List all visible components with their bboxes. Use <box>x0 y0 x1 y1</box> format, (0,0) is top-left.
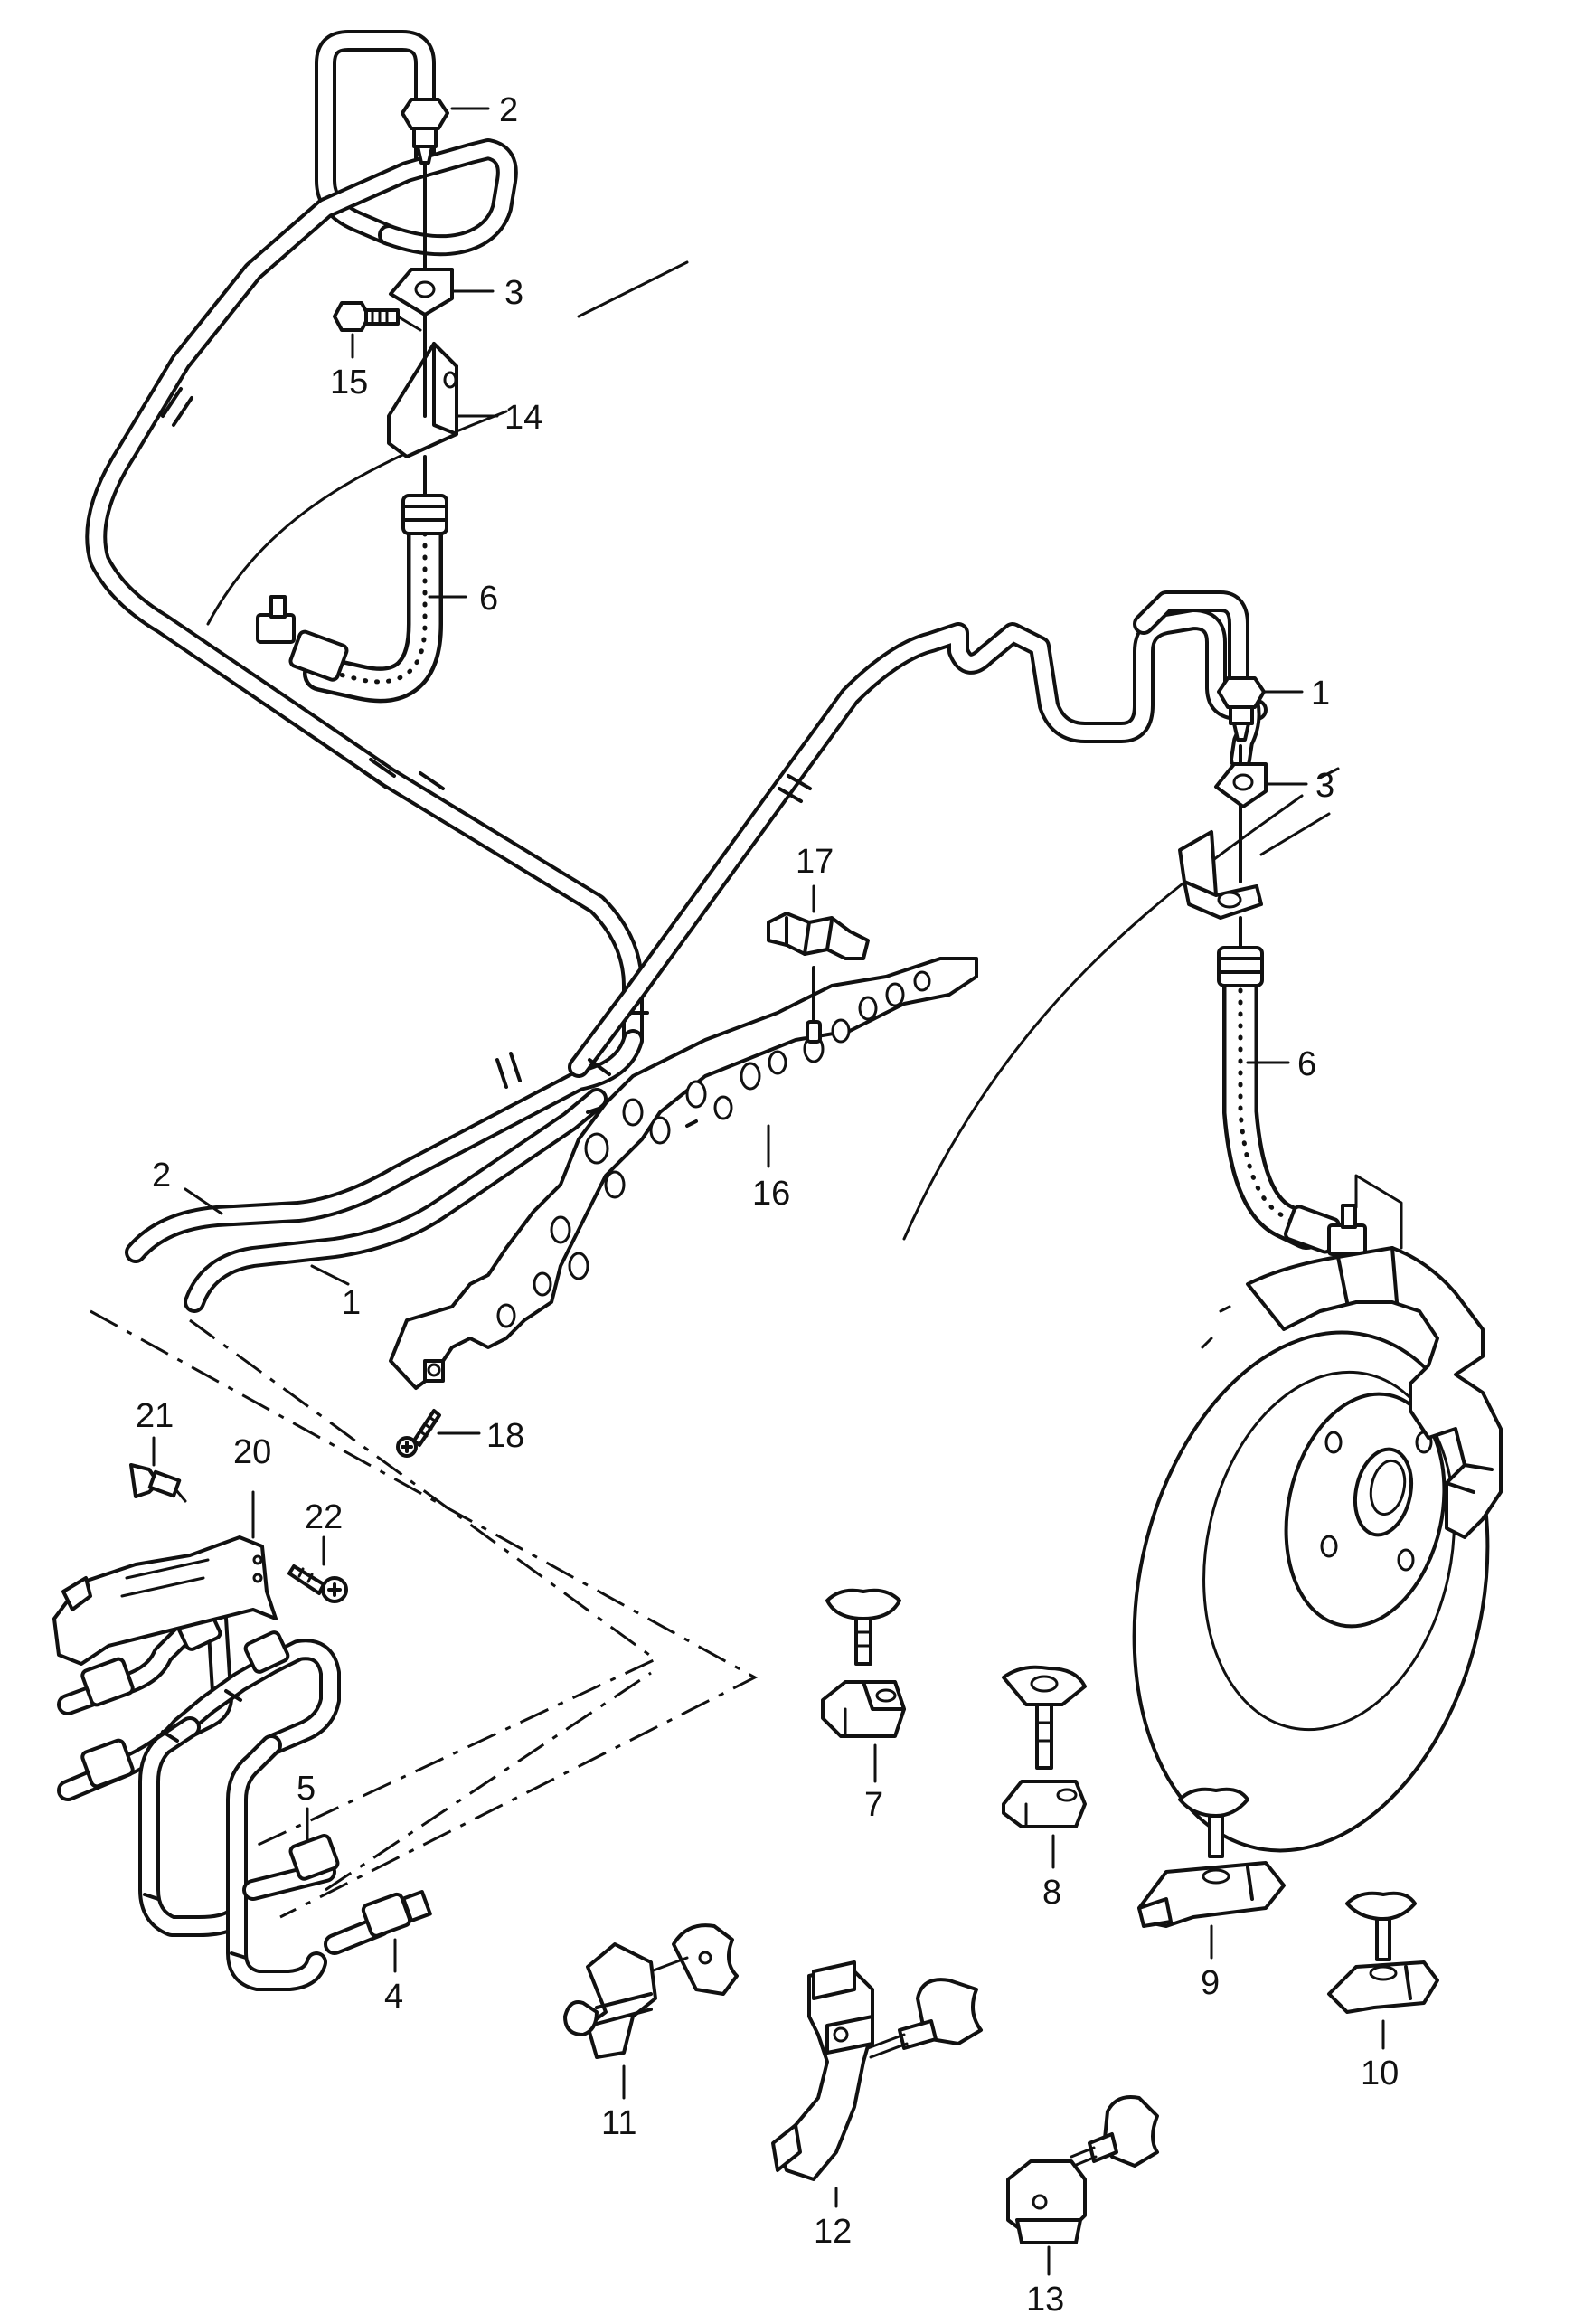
callout-2-top: 2 <box>499 91 518 129</box>
callout-9: 9 <box>1201 1964 1220 2002</box>
callout-labels: 2 3 15 14 6 1 3 17 6 16 2 1 18 21 20 22 … <box>136 91 1399 2319</box>
callout-10: 10 <box>1361 2055 1399 2093</box>
callout-16: 16 <box>752 1175 790 1213</box>
callout-3-left: 3 <box>504 274 523 312</box>
bracket-20 <box>52 1535 278 1666</box>
callout-1-low: 1 <box>342 1284 361 1322</box>
lower-left-pipes <box>57 1608 432 1991</box>
clip-17 <box>767 912 870 1044</box>
union-nut-2-top <box>401 98 449 266</box>
callout-2-low: 2 <box>152 1157 171 1195</box>
callout-18: 18 <box>486 1417 524 1455</box>
bracket-14-left <box>387 206 458 497</box>
clip-9 <box>1137 1787 1286 1928</box>
clip-8 <box>1002 1665 1087 1828</box>
caliper-carrier <box>1201 1246 1503 1539</box>
bolt-15 <box>333 301 422 332</box>
brake-pipe-left-upper <box>85 30 649 1051</box>
callout-20: 20 <box>233 1433 271 1471</box>
callout-15: 15 <box>330 364 368 402</box>
rivet-21 <box>129 1463 187 1503</box>
callout-3-right: 3 <box>1315 767 1334 805</box>
clip-11 <box>563 1923 739 2059</box>
clip-12 <box>771 1960 983 2181</box>
union-nut-1-right <box>1217 676 1266 742</box>
callout-21: 21 <box>136 1397 174 1435</box>
screw-18 <box>396 1409 441 1458</box>
reference-lines <box>90 1309 759 1919</box>
brake-hose-left <box>256 494 448 704</box>
clip-3-left <box>389 268 454 316</box>
callout-5: 5 <box>297 1770 316 1808</box>
callout-4: 4 <box>384 1978 403 2016</box>
holder-rail-16 <box>389 957 978 1390</box>
clip-7 <box>821 1588 906 1738</box>
callout-6-right: 6 <box>1297 1045 1316 1083</box>
leader-lines <box>152 107 1385 2276</box>
callout-11: 11 <box>601 2104 636 2142</box>
callout-1-right: 1 <box>1311 675 1330 713</box>
brake-pipes-left-lower <box>125 1029 644 1313</box>
callout-13: 13 <box>1026 2281 1064 2319</box>
callout-22: 22 <box>305 1498 343 1536</box>
callout-14: 14 <box>504 399 542 437</box>
callout-7: 7 <box>864 1786 883 1824</box>
brake-pipe-right <box>568 590 1268 1078</box>
callout-17: 17 <box>796 843 834 881</box>
clip-10 <box>1327 1891 1439 2014</box>
clip-3-right <box>1214 762 1268 808</box>
callout-12: 12 <box>814 2213 852 2251</box>
clip-13 <box>1006 2095 1159 2244</box>
brake-hose-right <box>1217 946 1403 1256</box>
callout-8: 8 <box>1042 1874 1061 1912</box>
screw-22 <box>287 1564 348 1603</box>
callout-6-left: 6 <box>479 580 498 618</box>
body-contour-lines <box>206 260 1340 1241</box>
